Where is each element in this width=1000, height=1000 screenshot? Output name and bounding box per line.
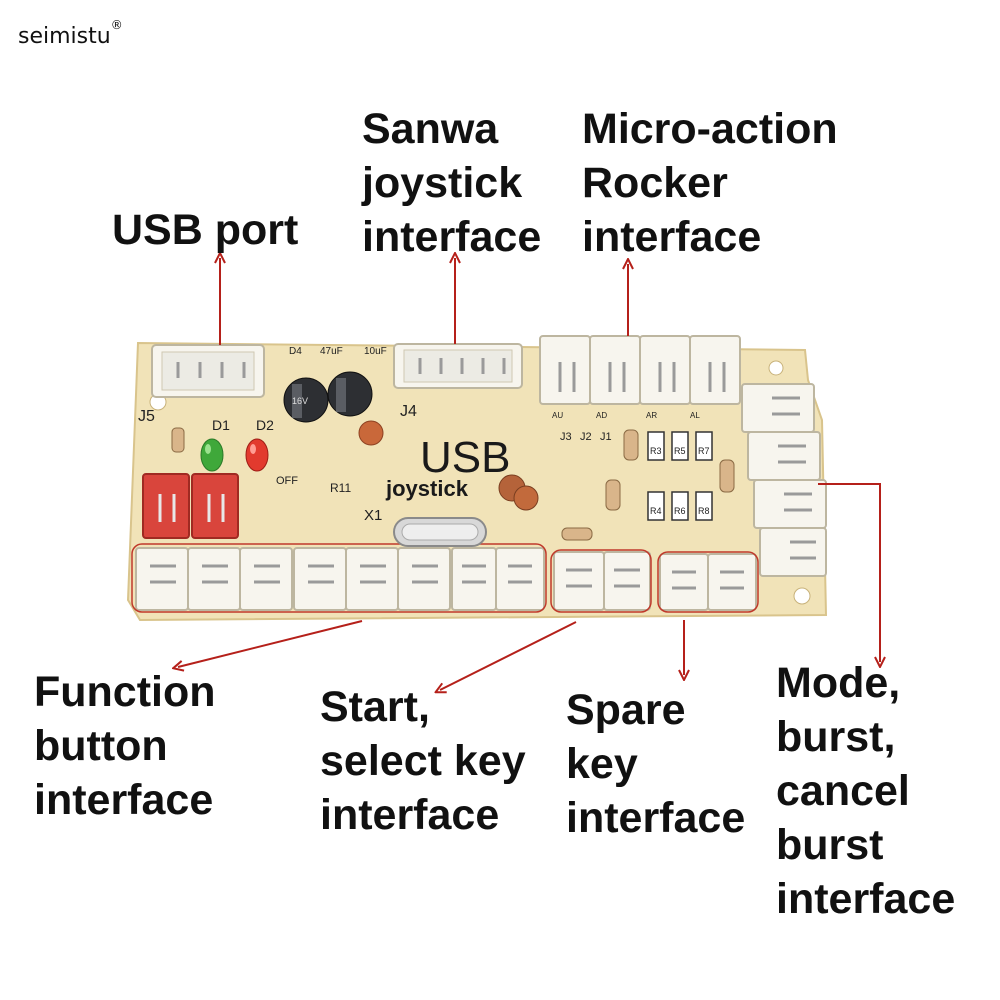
silk-x1: X1	[364, 507, 382, 524]
silk-ad: AD	[596, 411, 607, 420]
mount-hole	[793, 587, 811, 605]
label-line: Micro-action	[582, 105, 838, 153]
silk-off: OFF	[276, 475, 298, 487]
sanwa-joystick-connector	[393, 343, 523, 389]
silk-d2: D2	[256, 417, 274, 433]
silk-j4: J4	[400, 403, 417, 420]
label-usb-port: USB port	[112, 203, 298, 257]
spare-key-highlight	[657, 551, 759, 613]
label-sanwa-joystick: Sanwa joystick interface	[362, 102, 541, 264]
crystal-oscillator	[393, 517, 487, 547]
label-line: burst,	[776, 713, 896, 761]
label-line: USB port	[112, 206, 299, 254]
label-micro-action-rocker: Micro-action Rocker interface	[582, 102, 838, 264]
electrolytic-capacitors	[283, 371, 373, 423]
rocker-connectors	[539, 335, 741, 405]
label-line: Spare	[566, 686, 686, 734]
silk-j3: J3	[560, 431, 572, 443]
silk-r7: R7	[698, 446, 710, 456]
rocker-connector-pins	[558, 362, 726, 392]
silk-r11: R11	[330, 481, 351, 495]
label-line: interface	[566, 794, 746, 842]
label-line: key	[566, 740, 638, 788]
board-subtitle: joystick	[385, 476, 469, 501]
label-function-button: Function button interface	[34, 665, 216, 827]
led-red	[245, 438, 269, 472]
red-connectors	[142, 473, 239, 539]
mode-burst-connectors	[741, 383, 827, 577]
label-line: select key	[320, 737, 526, 785]
label-line: interface	[362, 213, 542, 261]
label-line: Function	[34, 668, 216, 716]
resistors	[171, 427, 735, 541]
silk-d4: D4	[289, 346, 302, 357]
silk-r3: R3	[650, 446, 662, 456]
silk-47uf: 47uF	[320, 346, 343, 357]
brand-logo: seimistu®	[18, 18, 123, 49]
label-line: button	[34, 722, 168, 770]
silk-j2: J2	[580, 431, 592, 443]
arrow-start	[440, 621, 577, 690]
ceramic-capacitor	[513, 485, 539, 511]
silk-j5: J5	[138, 408, 155, 425]
bottom-connector-pins	[150, 564, 744, 590]
label-line: interface	[320, 791, 500, 839]
silk-r6: R6	[674, 506, 686, 516]
callout-arrows	[178, 258, 880, 690]
silk-10uf: 10uF	[364, 346, 387, 357]
silk-r4: R4	[650, 506, 662, 516]
silk-al: AL	[690, 411, 700, 420]
mode-burst-connector-pins	[772, 396, 816, 560]
silk-r5: R5	[674, 446, 686, 456]
registered-mark: ®	[110, 18, 123, 32]
function-button-highlight	[131, 543, 547, 613]
label-line: cancel	[776, 767, 910, 815]
label-line: Start,	[320, 683, 430, 731]
silk-r8: R8	[698, 506, 710, 516]
usb-port-connector	[151, 344, 265, 398]
label-line: Mode,	[776, 659, 901, 707]
label-line: interface	[34, 776, 214, 824]
label-spare-key: Spare key interface	[566, 683, 745, 845]
smd-resistor-pads	[647, 431, 713, 521]
bottom-connectors	[135, 547, 757, 611]
label-start-select: Start, select key interface	[320, 680, 526, 842]
ceramic-capacitor	[358, 420, 384, 446]
silk-ar: AR	[646, 411, 657, 420]
silk-16v: 16V	[292, 396, 308, 406]
mount-hole	[768, 360, 784, 376]
label-line: Rocker	[582, 159, 728, 207]
label-mode-burst: Mode, burst, cancel burst interface	[776, 656, 955, 926]
silk-d1: D1	[212, 417, 230, 433]
start-select-highlight	[550, 549, 652, 613]
label-line: interface	[582, 213, 762, 261]
label-line: joystick	[362, 159, 523, 207]
silk-au: AU	[552, 411, 563, 420]
arrow-mode	[818, 483, 880, 662]
label-line: burst	[776, 821, 884, 869]
brand-name: seimistu	[18, 24, 111, 49]
label-line: Sanwa	[362, 105, 499, 153]
silk-j1: J1	[600, 431, 612, 443]
label-line: interface	[776, 875, 956, 923]
arrow-function	[178, 620, 363, 667]
led-green	[200, 438, 224, 472]
board-title: USB	[420, 433, 510, 482]
